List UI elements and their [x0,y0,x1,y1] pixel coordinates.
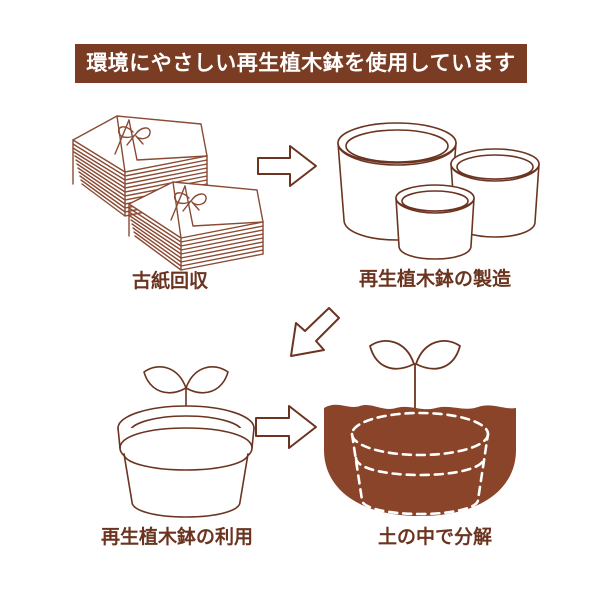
step-pot-manufacturing: 再生植木鉢の製造 [320,110,550,300]
arrow-right-icon [254,138,322,194]
step-pot-use: 再生植木鉢の利用 [62,350,292,555]
stacked-tied-paper-bundles-icon [55,100,285,275]
step-soil-decomposition: 土の中で分解 [320,330,550,555]
step-paper-collection: 古紙回収 [55,100,285,300]
step-label-pot-use: 再生植木鉢の利用 [100,527,253,548]
header-banner-text: 環境にやさしい再生植木鉢を使用しています [86,52,516,75]
header-banner: 環境にやさしい再生植木鉢を使用しています [75,44,527,83]
soil-mound [324,404,516,516]
step-label-paper-collection: 古紙回収 [131,271,208,292]
arrow-right-icon [252,398,322,456]
potted-sprout-icon [62,350,292,520]
step-label-soil-decomposition: 土の中で分解 [377,527,492,548]
arrow-down-left-icon [272,300,342,370]
buried-pot-in-soil-icon [320,330,550,520]
step-label-pot-manufacturing: 再生植木鉢の製造 [358,269,511,290]
three-plant-pots-icon [320,110,550,260]
